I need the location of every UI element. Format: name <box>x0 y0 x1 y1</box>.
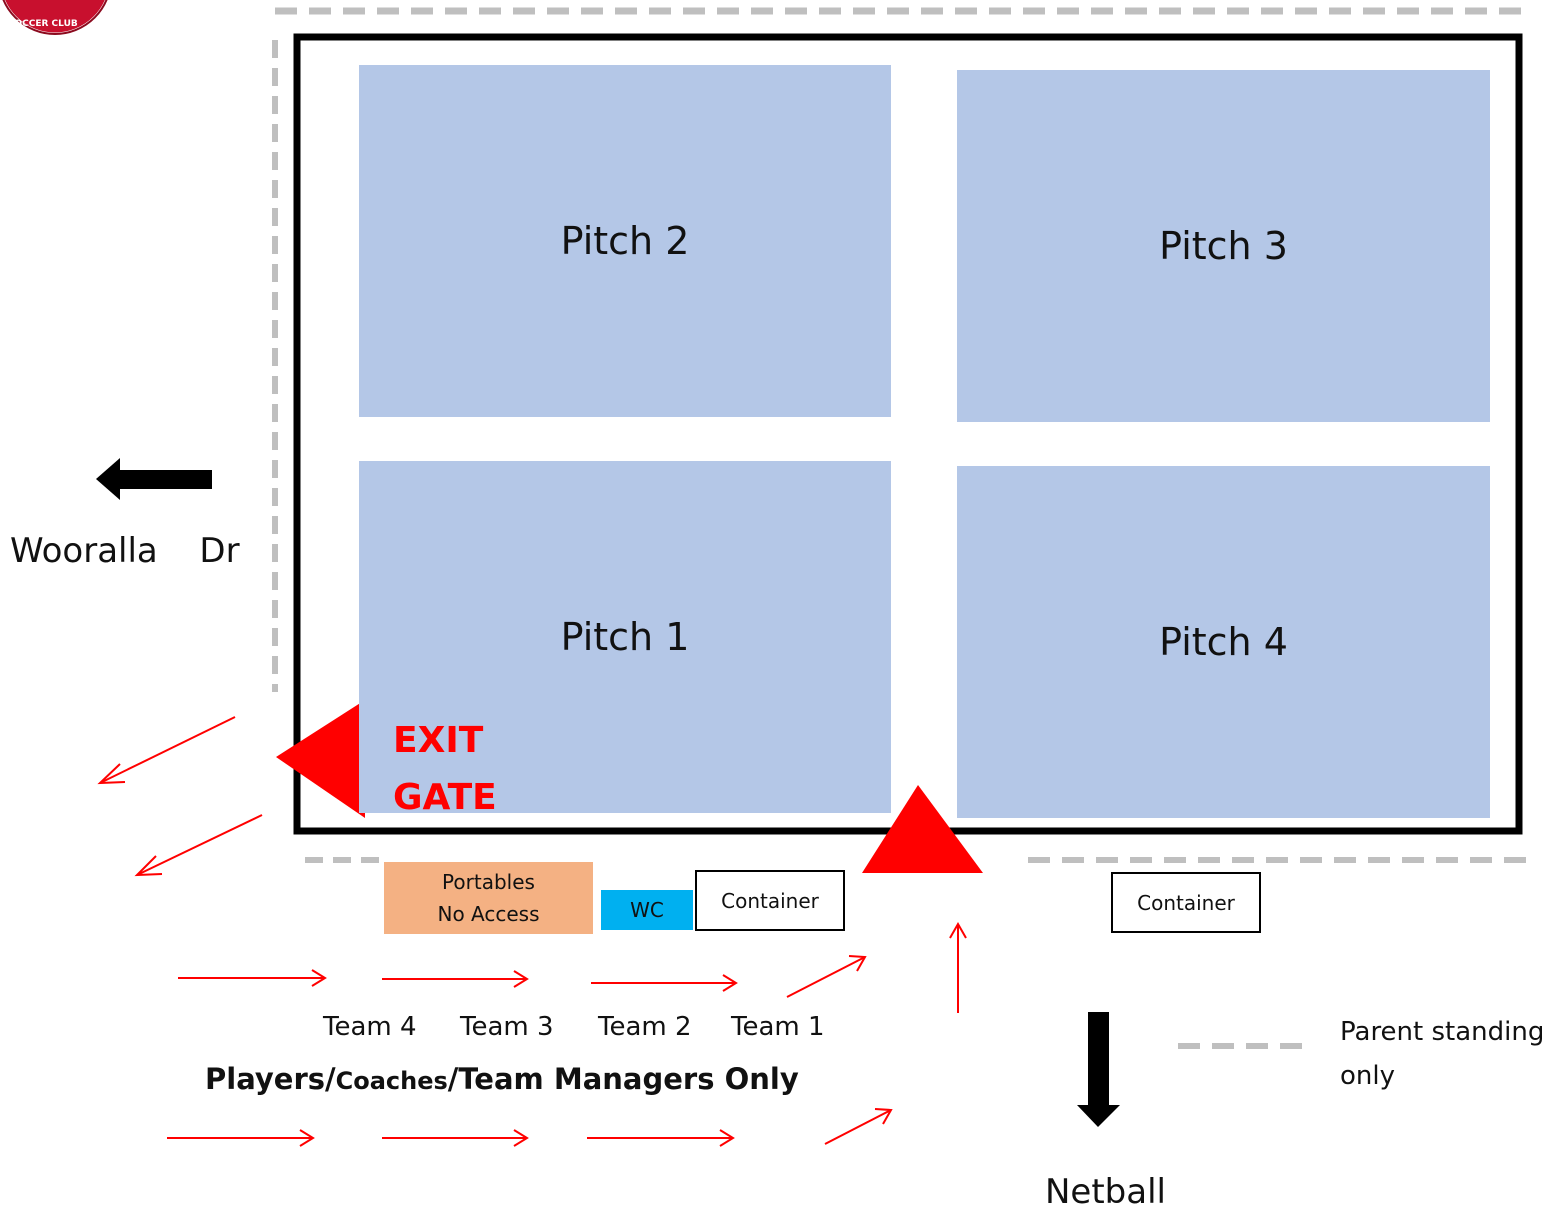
flow-arrow-r2-4 <box>824 1109 892 1145</box>
restriction-label: Players/Coaches/Team Managers Only <box>205 1062 799 1096</box>
exit-gate-line1: EXIT <box>393 720 484 761</box>
pitch-1: Pitch 1 <box>359 461 891 813</box>
legend-label: Parent standing only <box>1340 1010 1542 1098</box>
portables-access-label: No Access <box>437 902 540 926</box>
road-arrow-head <box>96 458 120 500</box>
netball-arrow-head <box>1077 1105 1120 1127</box>
container-right-label: Container <box>1137 890 1235 915</box>
restriction-part3: /Team Managers Only <box>447 1062 799 1096</box>
entry-triangle <box>862 785 983 873</box>
pitch-3: Pitch 3 <box>957 70 1490 422</box>
club-logo: SOCCER CLUB <box>1 0 109 36</box>
netball-label: Netball <box>1045 1172 1166 1212</box>
wc-block: WC <box>601 890 693 930</box>
exit-flow-arrow-2 <box>136 814 263 876</box>
restriction-part1: Players/ <box>205 1062 336 1096</box>
pitch-1-label: Pitch 1 <box>560 615 690 659</box>
wc-label: WC <box>630 898 664 922</box>
team-1-label: Team 1 <box>731 1012 825 1042</box>
exit-gate-label: EXIT GATE <box>393 712 497 826</box>
exit-gate-triangle <box>276 700 365 818</box>
container-left-label: Container <box>721 888 819 913</box>
netball-arrow-shaft <box>1088 1012 1109 1112</box>
pitch-4-label: Pitch 4 <box>1159 620 1288 664</box>
svg-text:SOCCER CLUB: SOCCER CLUB <box>8 19 78 29</box>
team-4-label: Team 4 <box>323 1012 417 1042</box>
road-label: Wooralla Dr <box>10 531 240 571</box>
pitch-4: Pitch 4 <box>957 466 1490 818</box>
team-2-label: Team 2 <box>598 1012 692 1042</box>
flow-arrow-r1-4 <box>786 956 866 998</box>
legend-line2: only <box>1340 1061 1395 1091</box>
team-3-label: Team 3 <box>460 1012 554 1042</box>
container-left: Container <box>695 870 845 931</box>
pitch-3-label: Pitch 3 <box>1159 224 1288 268</box>
portables-label: Portables <box>442 870 535 894</box>
road-arrow-shaft <box>118 470 212 489</box>
pitch-2: Pitch 2 <box>359 65 891 417</box>
legend-line1: Parent standing <box>1340 1017 1542 1047</box>
exit-flow-arrow-1 <box>99 716 236 784</box>
container-right: Container <box>1111 872 1261 933</box>
portables-block: Portables No Access <box>384 862 593 934</box>
restriction-part2: Coaches <box>335 1067 448 1095</box>
pitch-2-label: Pitch 2 <box>560 219 690 263</box>
exit-gate-line2: GATE <box>393 777 497 818</box>
